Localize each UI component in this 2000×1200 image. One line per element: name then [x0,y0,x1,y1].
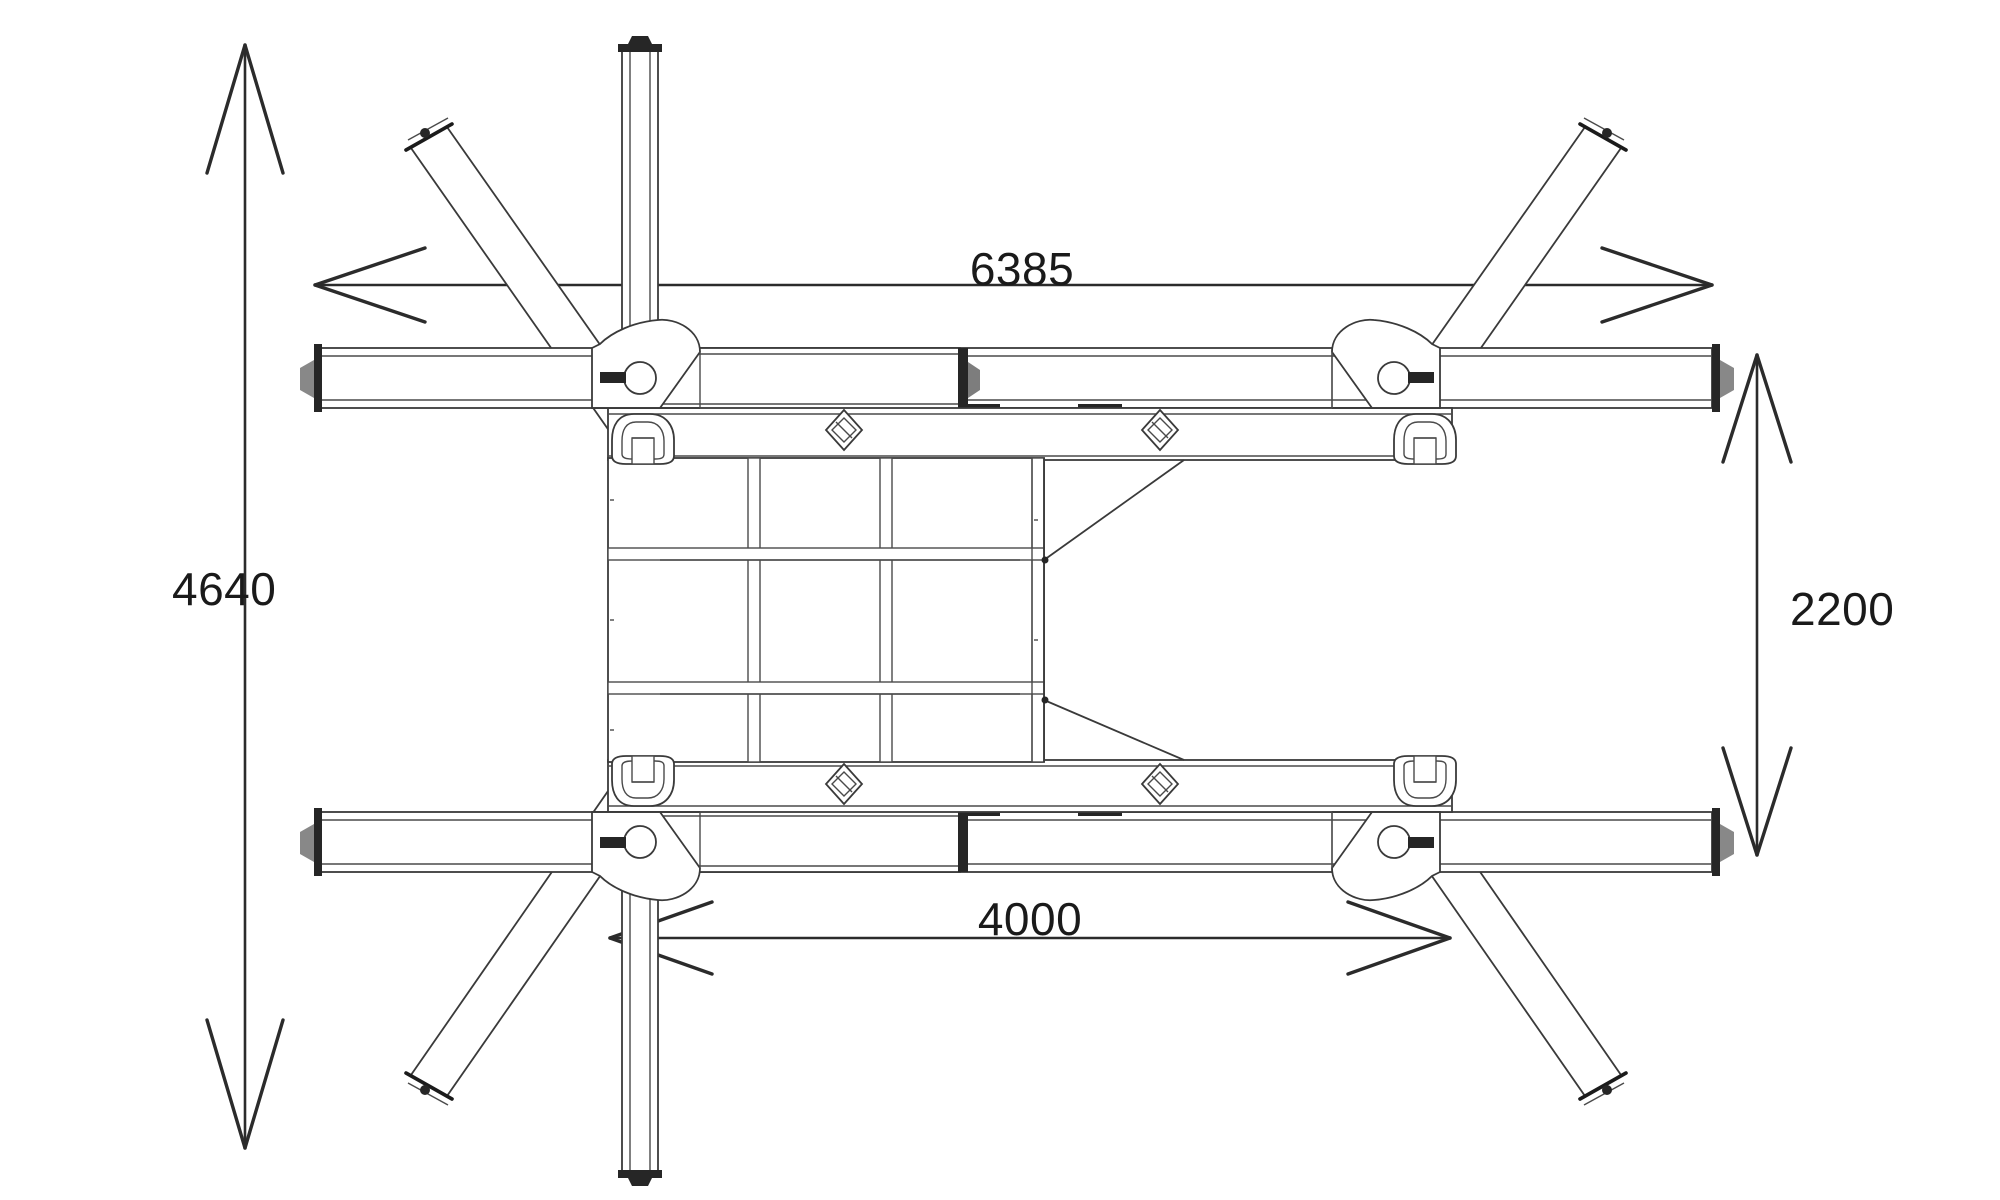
lock-pin-housing-top-left [611,413,675,465]
dimension-label-6385: 6385 [970,243,1074,295]
lock-pin-housing-bottom-left [611,755,675,807]
main-chassis-top-rail [607,407,1453,461]
dimension-label-4000: 4000 [978,893,1082,945]
main-deck-grid [607,457,1045,763]
bolt-marker-top-mid-right [1140,408,1180,452]
lower-outrigger-beam [300,808,1734,876]
dimension-label-4640: 4640 [172,563,276,615]
bolt-marker-bottom-mid-right [1140,762,1180,806]
corner-bracket-top-left [591,318,701,409]
bolt-marker-bottom-mid-left [824,762,864,806]
main-chassis-bottom-rail [607,759,1453,813]
lock-pin-housing-bottom-right [1393,755,1457,807]
dimension-overall-height [205,43,285,1150]
taper-bracket-lower [1041,696,1185,761]
dimension-track-height [1721,353,1793,857]
corner-bracket-bottom-right [1331,811,1441,902]
corner-bracket-top-right [1331,318,1441,409]
upper-outrigger-beam [300,344,1734,412]
bolt-marker-top-mid-left [824,408,864,452]
lock-pin-housing-top-right [1393,413,1457,465]
corner-bracket-bottom-left [591,811,701,902]
taper-bracket-upper [1041,459,1185,564]
deck-right-panel [1031,458,1045,762]
dimension-label-2200: 2200 [1790,583,1894,635]
